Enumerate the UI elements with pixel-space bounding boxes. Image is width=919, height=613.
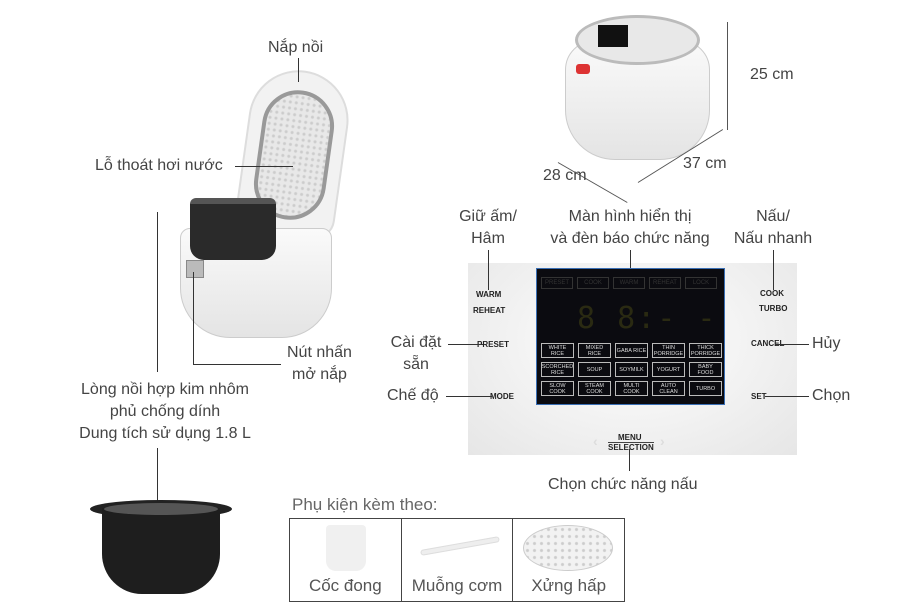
menu-option-button[interactable]: SCORCHED RICE [541,362,574,377]
lid-leader [298,58,299,82]
menu-option-button[interactable]: MULTI COOK [615,381,648,396]
prev-arrow-icon[interactable]: ‹ [593,433,598,449]
indicator: LOCK [685,277,717,289]
menu-option-button[interactable]: TURBO [689,381,722,396]
set-button[interactable]: SET [751,392,767,401]
accessories-table: Cốc đong Muỗng cơm Xửng hấp [289,518,625,602]
mode-button[interactable]: MODE [490,392,514,401]
menu-option-button[interactable]: GABA RICE [615,343,648,358]
steam-tray-image [523,525,614,571]
cancel-label: Hủy [812,335,841,352]
display-screen: PRESET COOK WARM REHEAT LOCK 8 8:- - WHITE R… [536,268,725,405]
rice-paddle-image [419,536,500,556]
width-label: 37 cm [683,155,727,172]
height-label: 25 cm [750,66,794,83]
pot-leader [157,212,158,372]
warm-label: Giữ ấm/Hâm [459,208,517,247]
cook-button[interactable]: COOK [760,289,784,298]
accessory-measuring-cup: Cốc đong [290,519,402,601]
cancel-button[interactable]: CANCEL [751,339,785,348]
menu-option-button[interactable]: THIN PORRIDGE [652,343,685,358]
indicator: WARM [613,277,645,289]
menu-option-button[interactable]: YOGURT [652,362,685,377]
menu-option-button[interactable]: SOYMILK [615,362,648,377]
measuring-cup-image [326,525,366,571]
selection-button[interactable]: SELECTION [608,442,654,452]
reheat-button[interactable]: REHEAT [473,306,506,315]
menu-option-button[interactable]: SLOW COOK [541,381,574,396]
menu-option-button[interactable]: AUTO CLEAN [652,381,685,396]
accessory-steam-tray: Xửng hấp [513,519,624,601]
turbo-button[interactable]: TURBO [759,304,788,313]
next-arrow-icon[interactable]: › [660,433,665,449]
accessories-title: Phụ kiện kèm theo: [292,495,438,514]
menu-option-button[interactable]: STEAM COOK [578,381,611,396]
menu-option-button[interactable]: WHITE RICE [541,343,574,358]
menu-option-button[interactable]: SOUP [578,362,611,377]
cook-label: Nấu/Nấu nhanh [733,208,813,247]
menu-label: Chọn chức năng nấu [548,476,698,493]
mode-label: Chế độ [387,387,439,404]
lid-label: Nắp nồi [268,39,324,56]
vent-leader [235,166,293,167]
vent-label: Lỗ thoát hơi nước [95,157,223,174]
menu-option-button[interactable]: BABY FOOD [689,362,722,377]
depth-label: 28 cm [543,167,587,184]
release-leader [193,272,194,365]
warm-button[interactable]: WARM [476,290,502,299]
set-label: Chọn [812,387,851,404]
indicator: COOK [577,277,609,289]
control-panel: WARM REHEAT PRESET MODE COOK TURBO CANCE… [468,263,797,455]
menu-option-button[interactable]: MIXED RICE [578,343,611,358]
digit-display: 8 8:- - [577,301,718,336]
indicator: PRESET [541,277,573,289]
preset-button[interactable]: PRESET [477,340,510,349]
indicator: REHEAT [649,277,681,289]
height-dimension [727,22,728,130]
menu-text: MENU [618,433,642,442]
indicator-row: PRESET COOK WARM REHEAT LOCK [537,269,724,293]
accessory-rice-paddle: Muỗng cơm [402,519,514,601]
menu-option-button[interactable]: THICK PORRIDGE [689,343,722,358]
